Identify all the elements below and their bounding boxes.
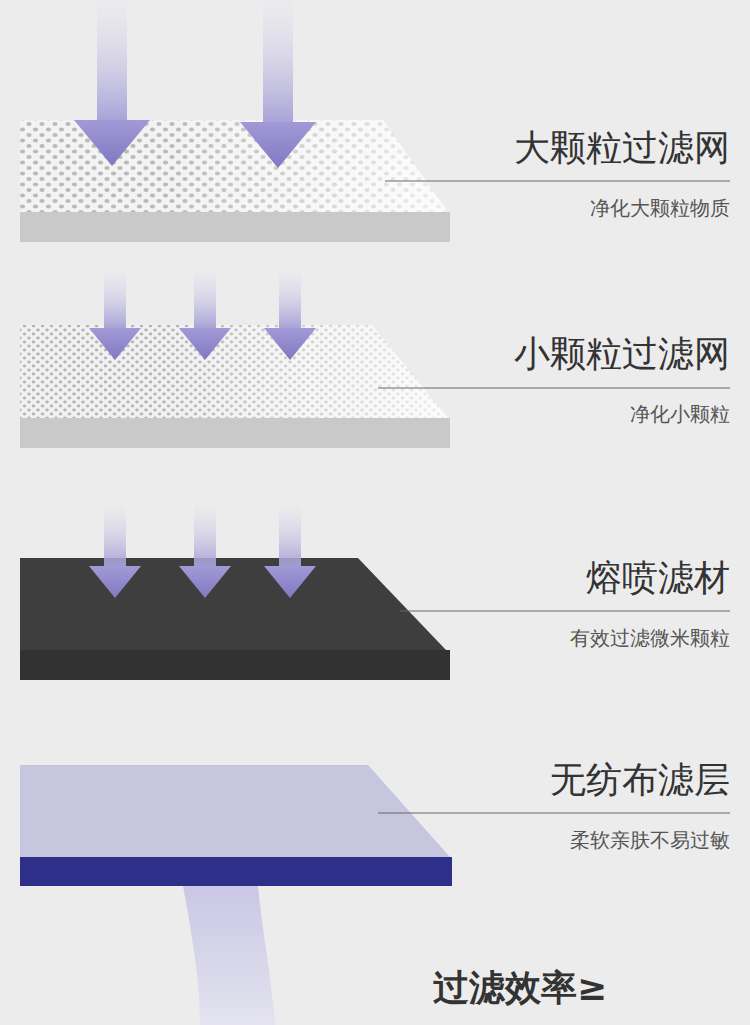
airflow-arrow-shaft [263,0,293,122]
airflow-arrow-shaft [279,505,301,566]
airflow-arrow-head [179,566,231,598]
layer-description: 柔软亲肤不易过敏 [570,828,730,852]
filter-layer: 熔喷滤材有效过滤微米颗粒 [20,558,450,680]
layer-description: 净化大颗粒物质 [590,196,730,220]
airflow-arrow-shaft [104,505,126,566]
layer-slab [20,325,450,448]
layer-edge [20,857,452,886]
airflow-arrow-head [264,328,316,360]
leader-line [400,611,730,612]
layer-edge [20,212,450,242]
leader-line [378,813,730,814]
airflow-arrow-head [179,328,231,360]
layer-title: 大颗粒过滤网 [514,126,730,169]
layer-description: 净化小颗粒 [630,402,730,426]
layer-edge [20,650,450,680]
layer-face [20,765,450,857]
layer-sheen [20,325,448,418]
filter-layer: 小颗粒过滤网净化小颗粒 [20,325,450,448]
filter-layer: 大颗粒过滤网净化大颗粒物质 [20,120,450,242]
layer-face [20,120,448,212]
leader-line [385,181,730,182]
layer-description: 有效过滤微米颗粒 [570,626,730,650]
airflow-arrow-shaft [279,270,301,328]
layer-title: 熔喷滤材 [586,556,730,599]
airflow-arrow-head [74,120,150,166]
leader-line [378,388,730,389]
filter-layer: 无纺布滤层柔软亲肤不易过敏 [20,765,452,886]
airflow-swoosh [183,886,275,1025]
airflow-arrow-head [264,566,316,598]
airflow-arrow-shaft [104,270,126,328]
layer-title: 无纺布滤层 [550,758,730,801]
layer-sheen [20,120,448,212]
layer-slab [20,120,450,242]
airflow-arrow-head [240,122,316,168]
layer-face [20,325,448,418]
layer-face [20,558,446,650]
airflow-arrow-head [89,566,141,598]
layer-slab [20,765,452,886]
efficiency-label: 过滤效率≥ [433,966,607,1009]
airflow-arrow-head [89,328,141,360]
layer-slab [20,558,450,680]
airflow-arrow-shaft [194,270,216,328]
layer-title: 小颗粒过滤网 [514,332,730,375]
airflow-arrow-shaft [194,505,216,566]
layer-edge [20,418,450,448]
airflow-arrow-shaft [97,0,127,120]
